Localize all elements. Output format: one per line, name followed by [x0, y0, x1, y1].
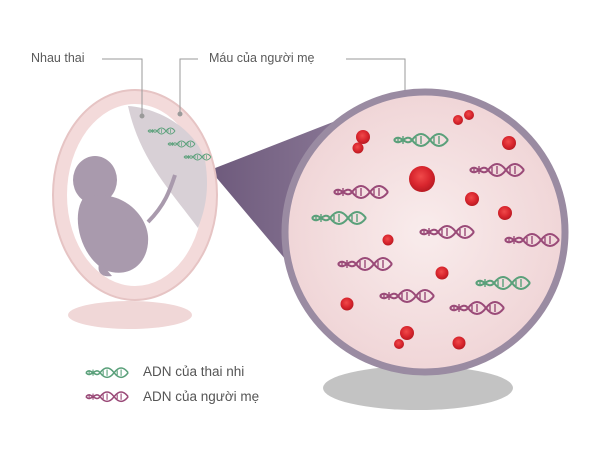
placenta-label: Nhau thai — [31, 51, 85, 65]
maternal-blood-label: Máu của người mẹ — [209, 51, 315, 65]
lens-shadow — [323, 366, 513, 410]
red-blood-cells — [340, 110, 516, 350]
maternal-dna-icon — [85, 391, 129, 403]
fetus-icon — [73, 156, 149, 277]
uterus-shadow — [68, 301, 192, 329]
fetal-dna-icon — [85, 367, 129, 379]
legend-maternal-dna-label: ADN của người mẹ — [143, 389, 260, 404]
uterus — [52, 89, 218, 301]
legend-fetal-dna-label: ADN của thai nhi — [143, 364, 245, 379]
umbilical-cord — [146, 174, 177, 224]
placenta — [128, 106, 208, 228]
magnified-blood-lens — [281, 88, 569, 376]
